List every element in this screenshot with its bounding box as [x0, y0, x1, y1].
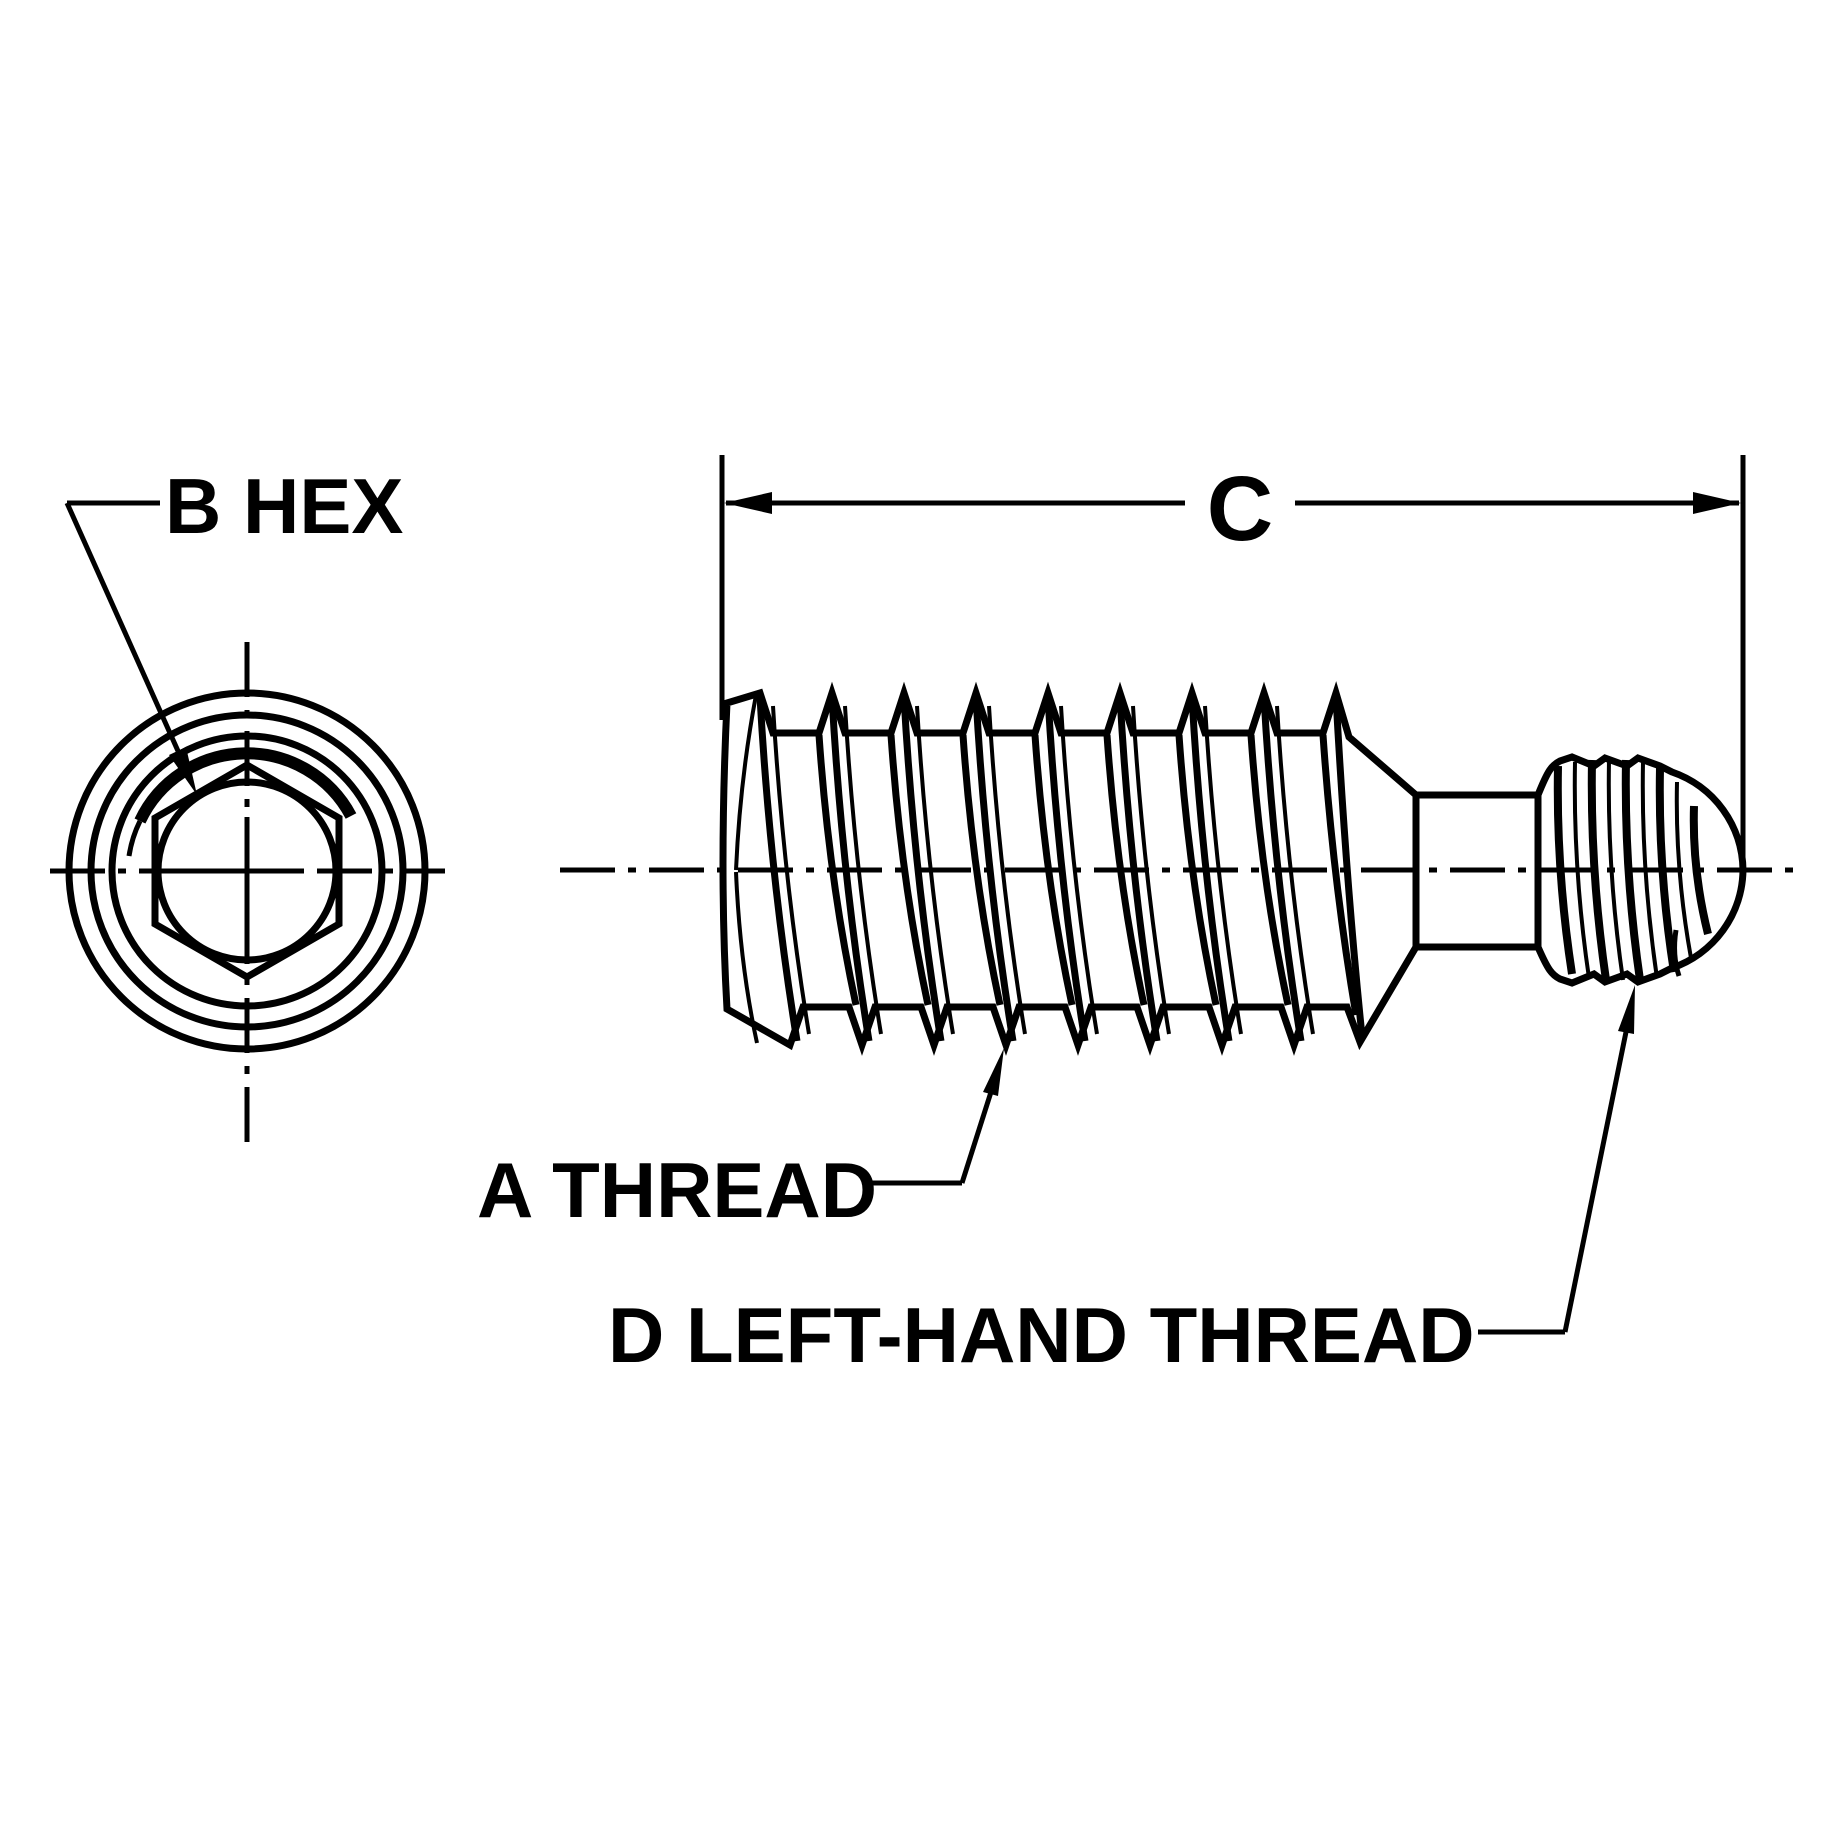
overall-length-label: C: [1207, 458, 1273, 560]
d-leader-diagonal: [1562, 1031, 1629, 1333]
hex-leader-arrowhead: [169, 747, 197, 795]
a-thread-leader: [869, 1048, 1004, 1186]
thread-start-curve-bottom: [734, 871, 759, 1044]
side-view: [560, 681, 1806, 1056]
hex-socket-label: B HEX: [165, 462, 403, 550]
c-arrowhead-left: [724, 492, 772, 514]
hex-label-leader: [64, 500, 197, 795]
incomplete-thread-tick: [1672, 929, 1682, 977]
c-dimension: [719, 455, 1746, 868]
a-leader-diagonal: [959, 1091, 994, 1184]
end-view: [50, 642, 445, 1150]
thread-runout-arc: [134, 747, 357, 824]
thread-start-curve-top: [734, 694, 758, 871]
thread-runout-arc-tail: [126, 819, 143, 857]
c-arrowhead-right: [1693, 492, 1741, 514]
d-thread-leader: [1478, 985, 1635, 1335]
main-thread-label: A THREAD: [477, 1146, 877, 1234]
left-hand-thread-label: D LEFT-HAND THREAD: [608, 1291, 1475, 1379]
a-leader-arrowhead: [983, 1048, 1004, 1096]
d-leader-arrowhead: [1618, 985, 1635, 1034]
hex-leader-diagonal: [64, 501, 181, 753]
part-outline: [719, 681, 1747, 1056]
